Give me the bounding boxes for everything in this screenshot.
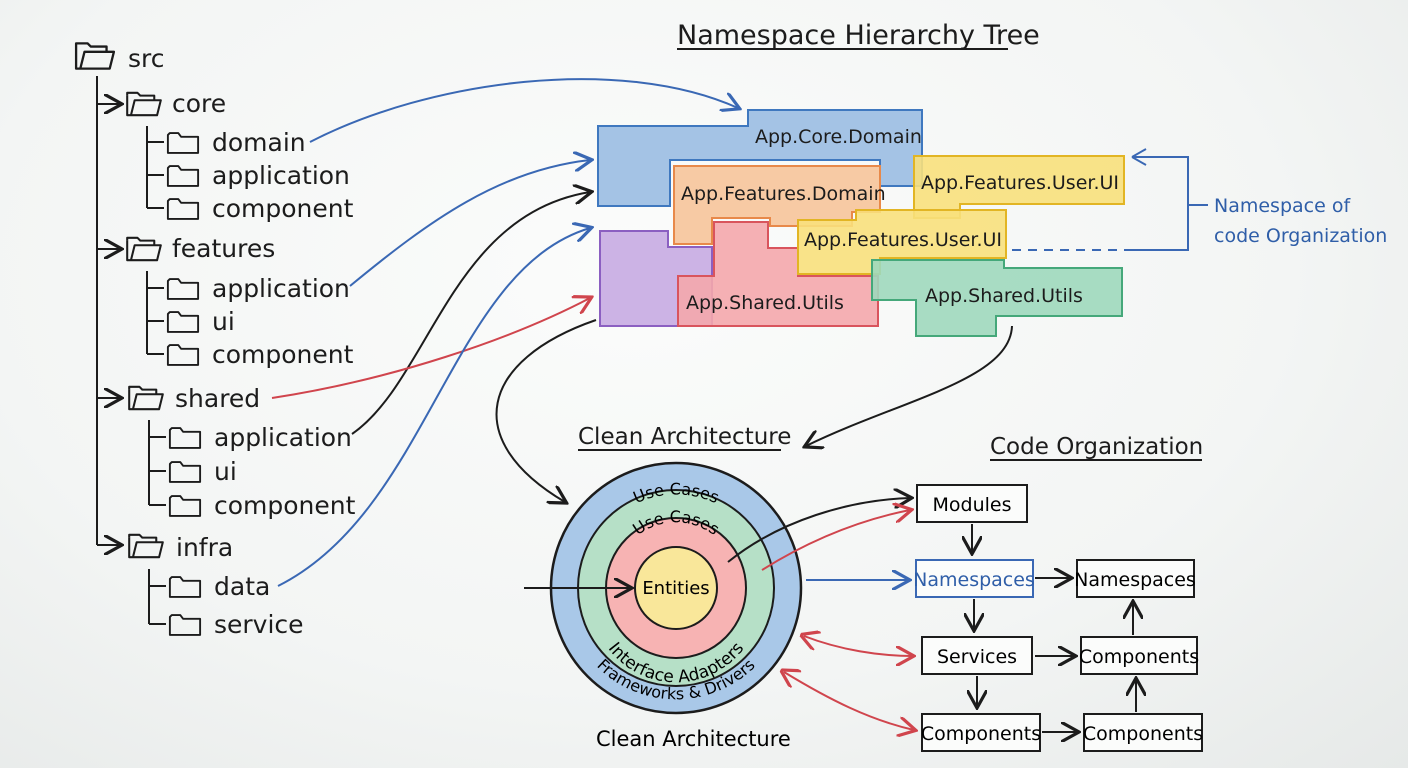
folder-icon (166, 344, 200, 366)
side-note-line1: Namespace of (1214, 195, 1351, 217)
tree-item-infra-data: data (214, 572, 270, 601)
tree-item-core-domain: domain (212, 128, 306, 157)
tree-item-features-application: application (212, 274, 350, 303)
ns-label-features-user-ui-mid: App.Features.User.UI (804, 229, 1002, 251)
namespace-side-note: Namespace of code Organization (1012, 148, 1387, 251)
tree-item-shared-application: application (214, 423, 352, 452)
tree-group-infra: infra (176, 533, 233, 562)
folder-icon (166, 198, 200, 220)
clean-architecture-caption: Clean Architecture (596, 727, 791, 751)
code-organization-title: Code Organization (990, 434, 1203, 460)
ring-entities: Entities (642, 578, 709, 599)
box-modules: Modules (933, 494, 1012, 516)
box-namespaces-left: Namespaces (913, 569, 1035, 591)
block-shared-utils-green (871, 259, 1123, 337)
tree-item-core-application: application (212, 161, 350, 190)
tree-root-src: src (128, 44, 165, 73)
namespace-blocks: App.Core.Domain App.Features.Domain App.… (597, 109, 1125, 337)
box-namespaces-right: Namespaces (1074, 569, 1196, 591)
code-organization-arrows (727, 498, 1136, 732)
folder-icon (168, 461, 202, 483)
folder-icon (166, 278, 200, 300)
tree-title: Namespace Hierarchy Tree (677, 20, 1040, 51)
box-components-bottom-right: Components (1083, 723, 1203, 745)
ns-label-shared-utils-red: App.Shared.Utils (686, 292, 844, 314)
ns-label-shared-utils-green: App.Shared.Utils (925, 285, 1083, 307)
tree-item-features-component: component (212, 340, 354, 369)
code-organization-boxes: Modules Namespaces Namespaces Services C… (913, 484, 1203, 752)
tree-to-namespace-arrows (271, 78, 1013, 587)
box-components-mid: Components (1079, 646, 1199, 668)
clean-architecture-title: Clean Architecture (578, 424, 791, 450)
tree-group-core: core (172, 89, 226, 118)
shared-folder-icon (128, 385, 164, 411)
box-components-bottom-left: Components (921, 723, 1041, 745)
tree-item-infra-service: service (214, 610, 304, 639)
box-services: Services (937, 646, 1017, 668)
tree-item-features-ui: ui (212, 307, 235, 336)
folder-icon (168, 614, 202, 636)
folder-tree: src core domain application component fe… (74, 42, 356, 639)
tree-group-shared: shared (175, 384, 260, 413)
ns-label-core-domain: App.Core.Domain (755, 126, 922, 148)
folder-icon (168, 495, 202, 517)
ns-label-features-user-ui-top: App.Features.User.UI (921, 172, 1119, 194)
folder-icon (168, 576, 202, 598)
folder-icon (166, 311, 200, 333)
folder-icon (166, 165, 200, 187)
features-folder-icon (126, 236, 162, 262)
tree-item-shared-component: component (214, 491, 356, 520)
side-note-line2: code Organization (1214, 225, 1387, 247)
tree-item-shared-ui: ui (214, 457, 237, 486)
src-folder-icon (74, 42, 116, 70)
folder-icon (166, 132, 200, 154)
tree-group-features: features (172, 234, 275, 263)
ns-label-features-domain: App.Features.Domain (681, 183, 886, 205)
folder-icon (168, 427, 202, 449)
tree-item-core-component: component (212, 194, 354, 223)
infra-folder-icon (128, 533, 164, 559)
core-folder-icon (126, 91, 162, 117)
